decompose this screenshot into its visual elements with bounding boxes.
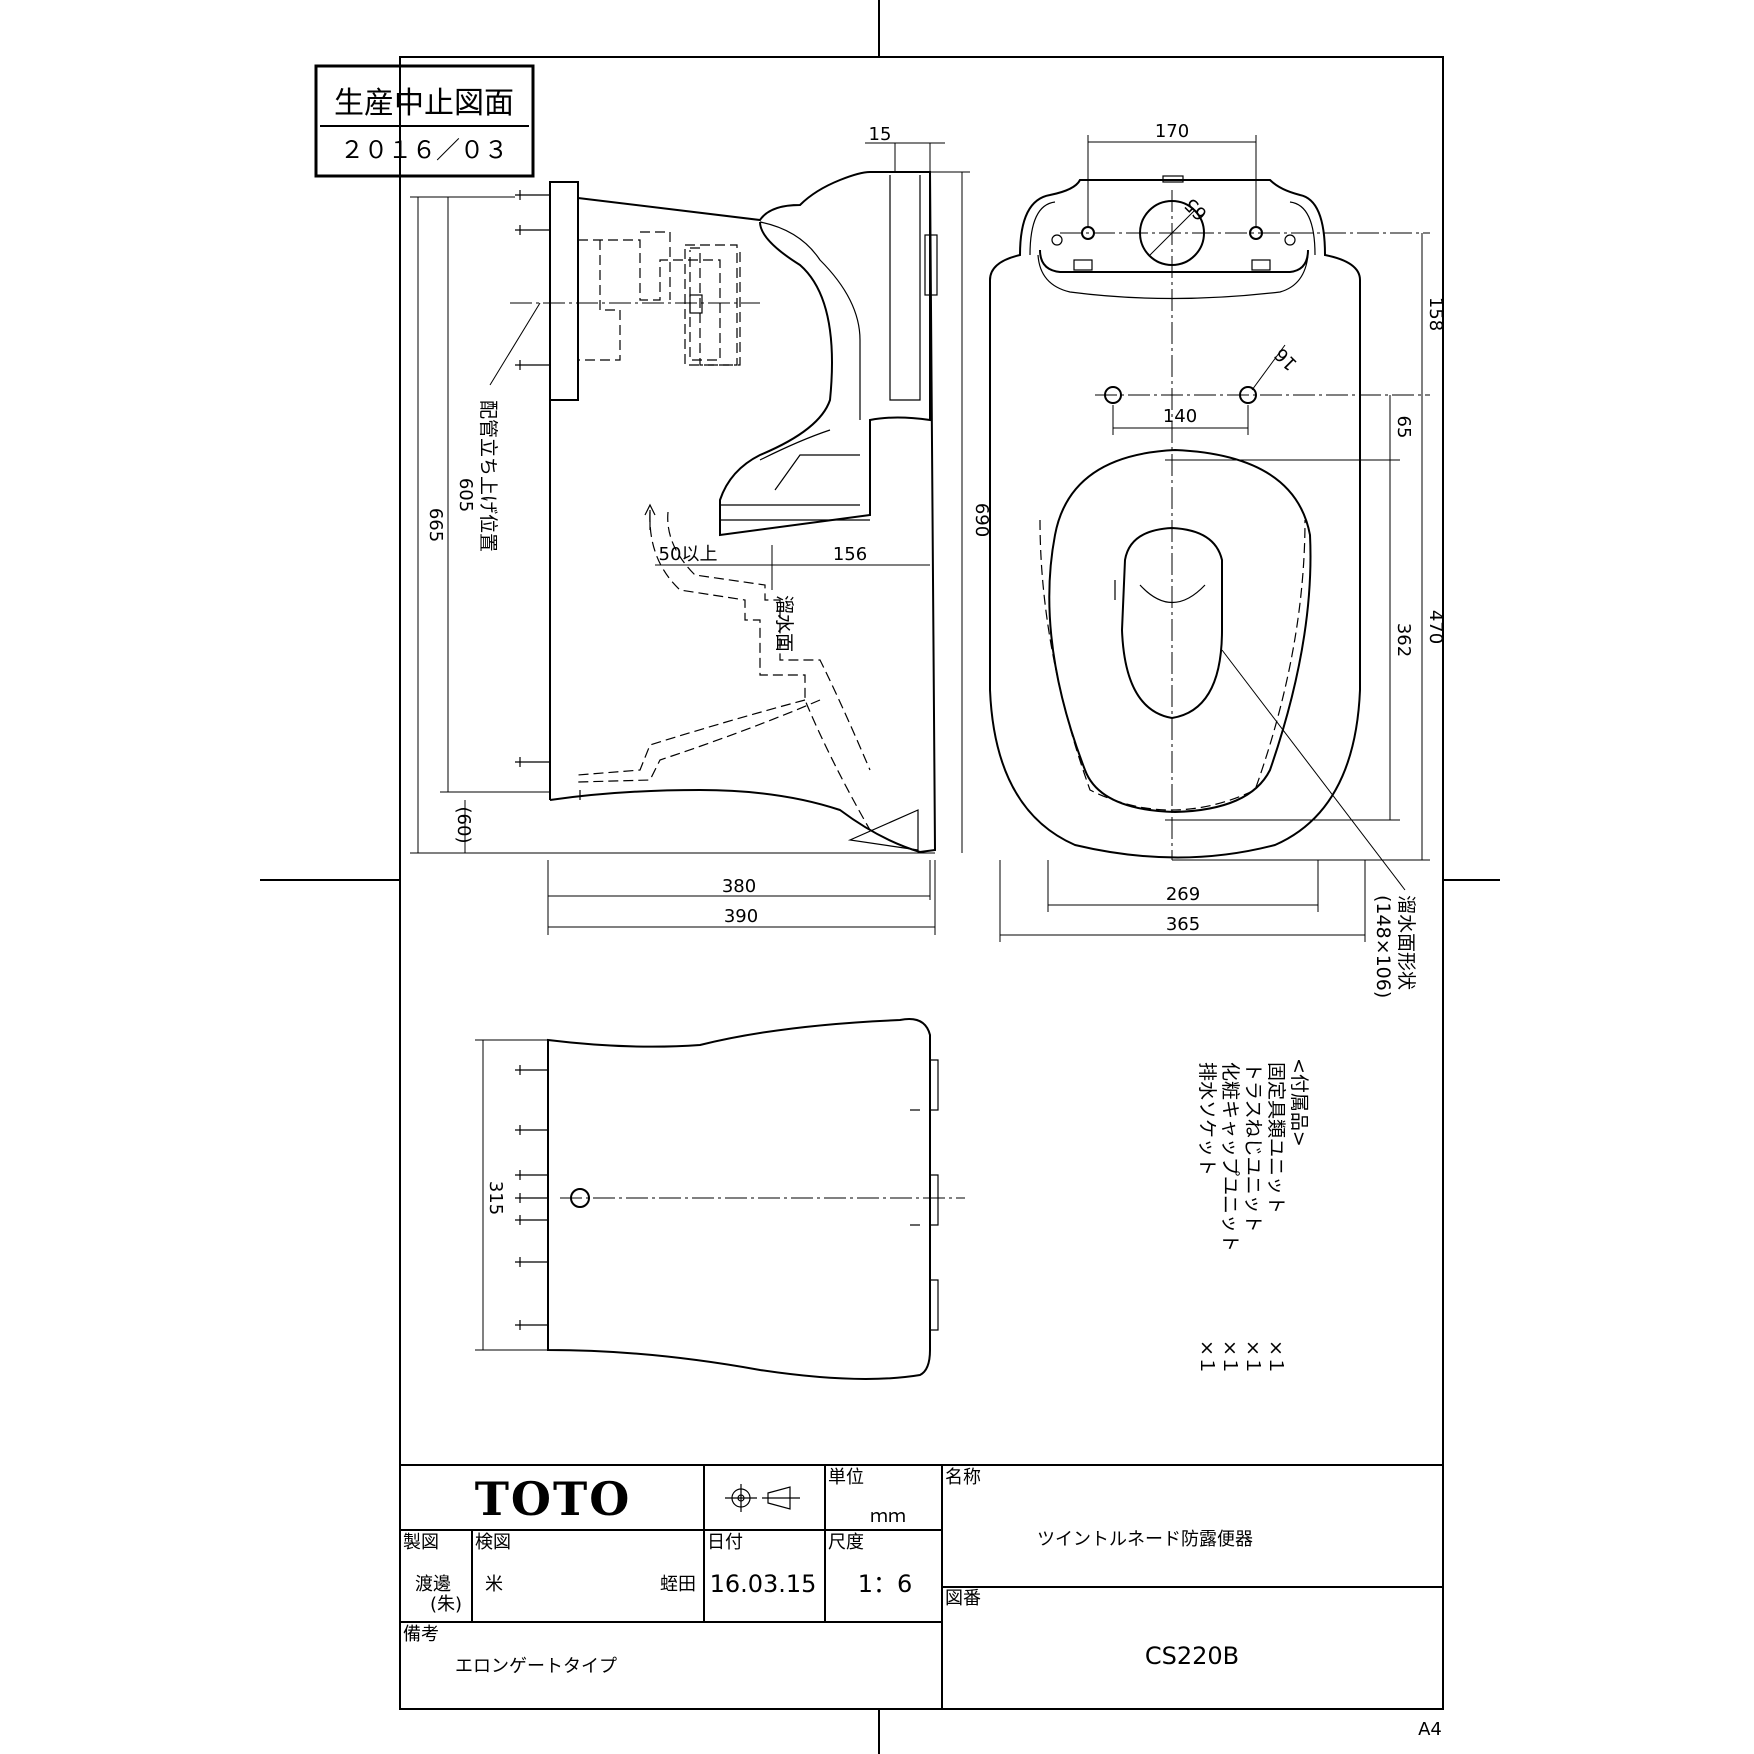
- label-water-surface-shape: 溜水面形状: [1395, 895, 1417, 990]
- dim-top-158: 158: [1425, 297, 1446, 331]
- dim-top-170: 170: [1155, 121, 1189, 142]
- side-view: 15 665 605 (60) 690 50以上 156 380 390 配管立…: [410, 124, 992, 935]
- dim-side-15: 15: [869, 124, 892, 145]
- unit-label: 単位: [828, 1467, 864, 1488]
- accessory-item-name: 化粧キャップユニット: [1219, 1062, 1241, 1252]
- label-water-surface-size: (148×106): [1372, 895, 1394, 998]
- sheet-frame: [260, 0, 1500, 1754]
- drawing-no-label: 図番: [945, 1588, 981, 1609]
- accessory-item-qty: ×１: [1219, 1340, 1241, 1375]
- stamp-date: ２０１６／０３: [340, 136, 508, 164]
- accessory-item-qty: ×１: [1242, 1340, 1264, 1375]
- accessories-heading: <付属品>: [1288, 1058, 1310, 1147]
- drawing-no: CS220B: [1145, 1642, 1239, 1670]
- remarks-value: エロンゲートタイプ: [455, 1656, 617, 1677]
- name-label: 名称: [945, 1467, 981, 1488]
- accessory-item-name: 固定具類ユニット: [1265, 1062, 1287, 1214]
- dim-top-365: 365: [1166, 914, 1200, 935]
- dim-side-156: 156: [833, 544, 867, 565]
- dim-top-16-diag: 16: [1271, 343, 1302, 374]
- dim-side-605: 605: [455, 478, 476, 512]
- dim-top-140: 140: [1163, 406, 1197, 427]
- scale-label: 尺度: [828, 1532, 864, 1553]
- dim-top-269: 269: [1166, 884, 1200, 905]
- accessory-item-qty: ×１: [1265, 1340, 1287, 1375]
- projection-symbol-icon: [725, 1484, 800, 1512]
- paper-size: A4: [1418, 1719, 1442, 1740]
- unit-value: ｍｍ: [870, 1506, 906, 1527]
- label-water-surface: 溜水面: [773, 595, 795, 652]
- discontinued-stamp: 生産中止図面 ２０１６／０３: [314, 64, 535, 178]
- product-name: ツイントルネード防露便器: [1037, 1529, 1253, 1550]
- remarks-label: 備考: [403, 1624, 439, 1645]
- drawn-by: 渡邊: [415, 1574, 451, 1595]
- accessories-list: <付属品> 固定具類ユニット トラスねじユニット 化粧キャップユニット 排水ソケ…: [1196, 1058, 1310, 1375]
- date-label: 日付: [707, 1532, 743, 1553]
- back-view: 315: [475, 1018, 965, 1380]
- label-pipe-position: 配管立ち上げ位置: [477, 400, 499, 552]
- accessory-item-name: トラスねじユニット: [1242, 1062, 1264, 1233]
- title-block: TOTO 単位 ｍｍ 名称 ツイントルネード防露便器 製図 渡邊 (朱) 検図 …: [399, 1464, 1444, 1710]
- dim-back-315: 315: [485, 1181, 506, 1215]
- dim-side-390: 390: [724, 906, 758, 927]
- checked-label: 検図: [475, 1532, 511, 1553]
- dim-top-65: 65: [1393, 416, 1414, 439]
- drawn-label: 製図: [403, 1532, 439, 1553]
- brand-logo: TOTO: [475, 1472, 632, 1526]
- dim-side-380: 380: [722, 876, 756, 897]
- checked-by: 米: [485, 1574, 503, 1595]
- dim-side-665: 665: [425, 508, 446, 542]
- dim-side-690: 690: [971, 503, 992, 537]
- drawn-seal: (朱): [430, 1594, 462, 1615]
- stamp-title: 生産中止図面: [334, 86, 514, 121]
- date-value: 16.03.15: [710, 1570, 817, 1598]
- dim-side-60: (60): [453, 807, 474, 844]
- checked-by-2: 蛭田: [660, 1574, 696, 1595]
- top-view: 170 65 16 140 158 65 362 470 269 365 溜水面…: [989, 121, 1446, 998]
- accessory-item-name: 排水ソケット: [1196, 1062, 1218, 1176]
- scale-value: 1：6: [858, 1570, 913, 1598]
- dim-top-470: 470: [1425, 610, 1446, 644]
- dim-top-362: 362: [1393, 623, 1414, 657]
- accessory-item-qty: ×１: [1196, 1340, 1218, 1375]
- dim-side-50: 50以上: [659, 544, 718, 565]
